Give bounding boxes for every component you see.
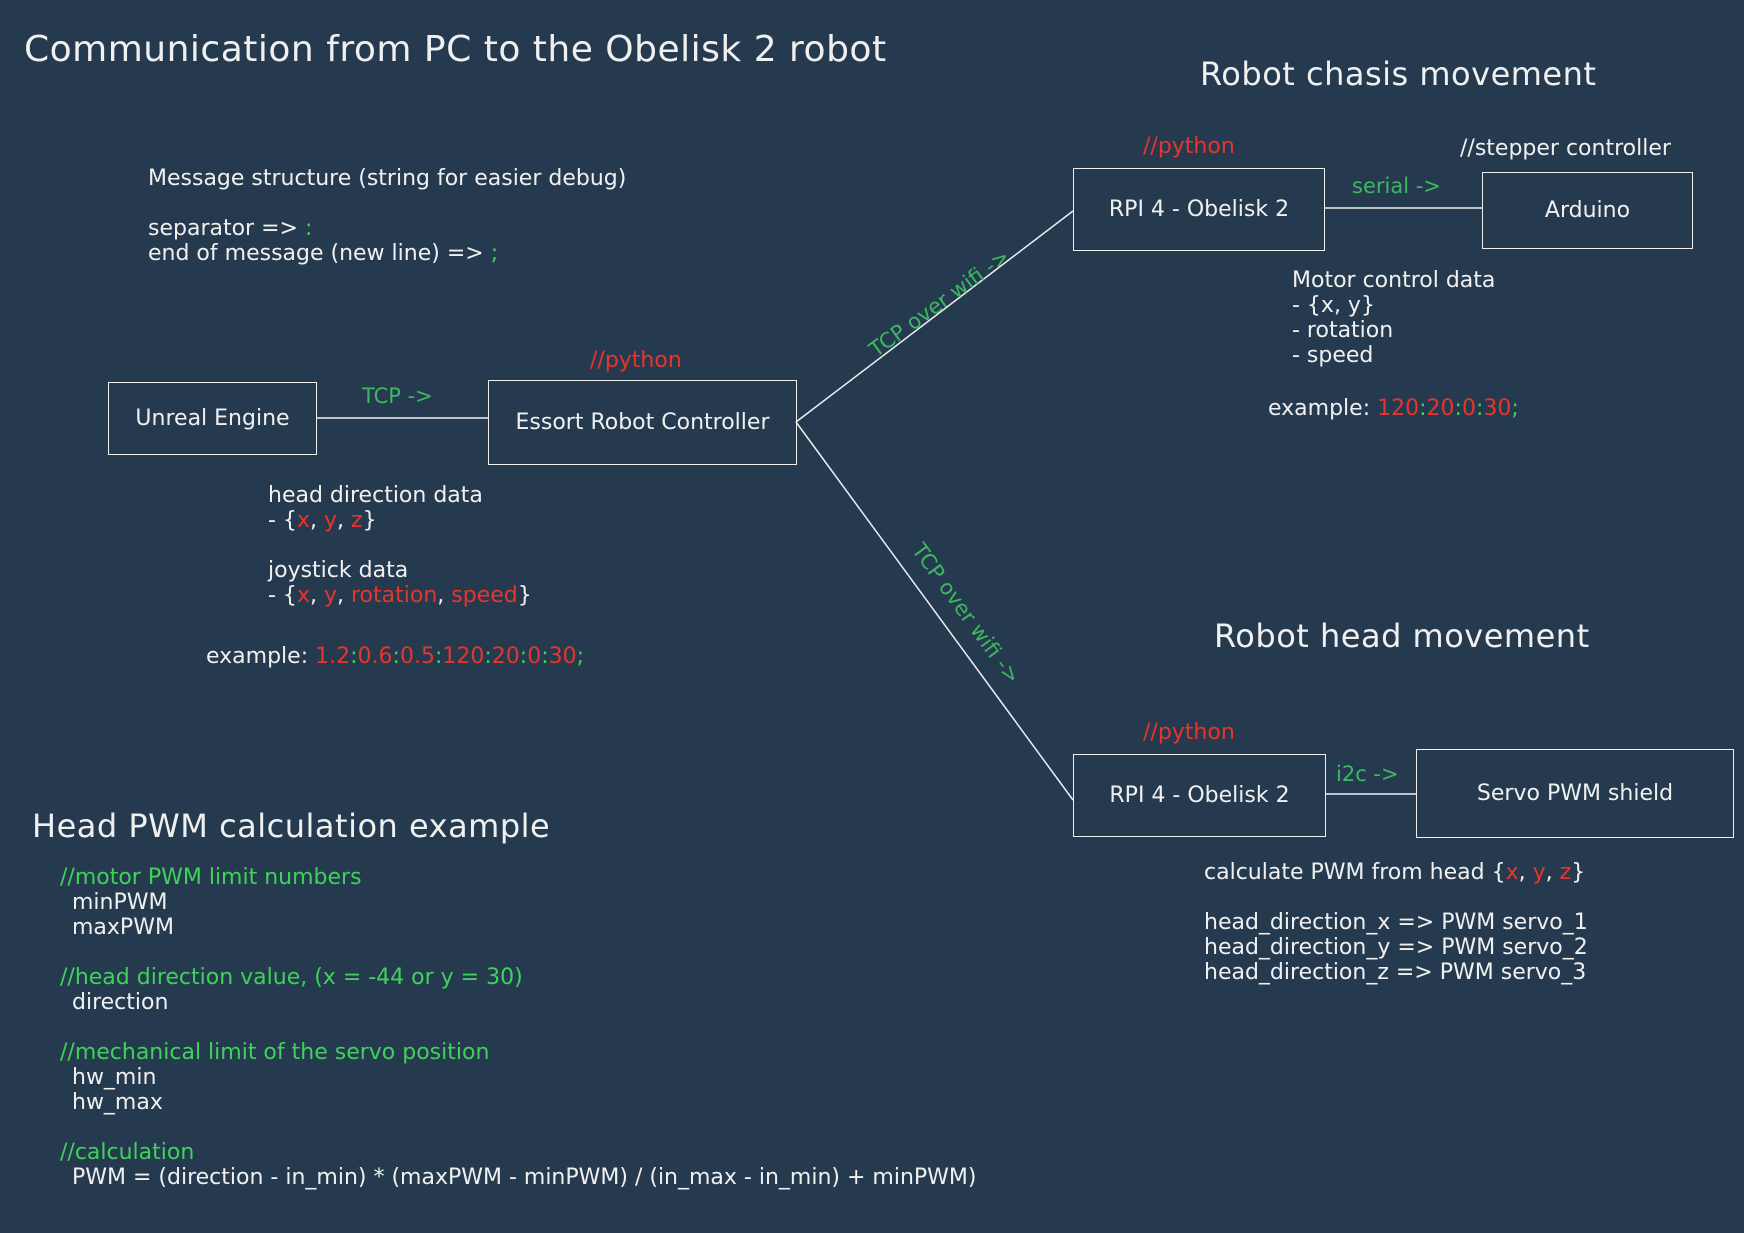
motor-item-rotation: - rotation [1292, 318, 1394, 343]
wire-escort-rpi-chassis [795, 210, 1074, 423]
brace-open: - { [268, 508, 297, 533]
joystick-heading: joystick data [268, 558, 409, 583]
head-calc-line: calculate PWM from head {x, y, z} [1204, 860, 1586, 885]
separator-line: separator => : [148, 218, 312, 240]
mapping-z: head_direction_z => PWM servo_3 [1204, 960, 1587, 985]
field-x: x [296, 583, 310, 608]
separator-label: separator => [148, 216, 305, 241]
example-separator: : [1419, 396, 1427, 421]
example-value: 30 [1483, 396, 1512, 421]
calc-suffix: } [1571, 860, 1586, 885]
field-y: y [323, 583, 337, 608]
example-value: 0.6 [357, 644, 393, 669]
mech-min: hw_min [72, 1065, 157, 1090]
field-y: y [323, 508, 337, 533]
node-unreal-engine: Unreal Engine [108, 382, 317, 455]
limit-min: minPWM [72, 890, 168, 915]
rpi-chassis-lang-note: //python [1143, 134, 1235, 159]
node-rpi-chassis: RPI 4 - Obelisk 2 [1073, 168, 1325, 251]
example-separator: : [484, 644, 492, 669]
motor-control-heading: Motor control data [1292, 268, 1496, 293]
motor-item-speed: - speed [1292, 343, 1374, 368]
example-value: 1.2 [315, 644, 351, 669]
field-speed: speed [451, 583, 518, 608]
example-separator: : [1475, 396, 1484, 421]
example-separator: : [392, 644, 400, 669]
node-servo-pwm-shield: Servo PWM shield [1416, 749, 1734, 838]
example-separator: : [434, 644, 443, 669]
wire-escort-rpi-head [795, 421, 1074, 801]
field-rotation: rotation [351, 583, 438, 608]
example-value: 20 [1426, 396, 1455, 421]
example-separator: : [1454, 396, 1462, 421]
example-terminator: ; [1511, 396, 1519, 421]
node-escort-robot-controller: Essort Robot Controller [488, 380, 797, 465]
example-separator: : [350, 644, 358, 669]
pc-example-line: example: 1.2:0.6:0.5:120:20:0:30; [206, 646, 584, 668]
mapping-y: head_direction_y => PWM servo_2 [1204, 935, 1588, 960]
comment-calc: //calculation [60, 1140, 195, 1165]
example-value: 0 [1461, 396, 1476, 421]
mapping-x: head_direction_x => PWM servo_1 [1204, 910, 1588, 935]
example-label: example: [206, 644, 316, 669]
node-rpi-head: RPI 4 - Obelisk 2 [1073, 754, 1326, 837]
page-title: Communication from PC to the Obelisk 2 r… [24, 29, 887, 70]
chassis-heading: Robot chasis movement [1200, 55, 1597, 93]
rpi-head-lang-note: //python [1143, 720, 1235, 745]
link-label-i2c: i2c -> [1336, 762, 1399, 786]
separator-value: : [304, 216, 313, 241]
arduino-note: //stepper controller [1460, 136, 1671, 161]
end-value: ; [490, 241, 499, 266]
example-values: 1.2:0.6:0.5:120:20:0:30; [315, 644, 584, 669]
direction-var: direction [72, 990, 169, 1015]
motor-item-xy: - {x, y} [1292, 293, 1375, 318]
pwm-example-heading: Head PWM calculation example [32, 807, 551, 845]
mech-max: hw_max [72, 1090, 163, 1115]
example-separator: : [541, 644, 549, 669]
example-value: 20 [491, 644, 520, 669]
example-value: 0 [527, 644, 542, 669]
example-value: 120 [442, 644, 485, 669]
field-y: y [1532, 860, 1546, 885]
head-direction-heading: head direction data [268, 483, 483, 508]
example-value: 30 [548, 644, 577, 669]
example-terminator: ; [576, 644, 585, 669]
example-values: 120:20:0:30; [1377, 396, 1519, 421]
field-x: x [1505, 860, 1519, 885]
end-of-message-line: end of message (new line) => ; [148, 243, 498, 265]
field-z: z [351, 508, 363, 533]
head-direction-fields: - {x, y, z} [268, 508, 377, 533]
end-label: end of message (new line) => [148, 241, 491, 266]
chassis-example-line: example: 120:20:0:30; [1268, 398, 1519, 420]
pwm-formula: PWM = (direction - in_min) * (maxPWM - m… [72, 1165, 977, 1190]
example-separator: : [519, 644, 528, 669]
field-x: x [296, 508, 310, 533]
message-structure-heading: Message structure (string for easier deb… [148, 166, 627, 191]
limit-max: maxPWM [72, 915, 174, 940]
escort-lang-note: //python [590, 348, 682, 373]
brace-close: } [362, 508, 377, 533]
comment-mech: //mechanical limit of the servo position [60, 1040, 490, 1065]
link-label-serial: serial -> [1352, 174, 1441, 198]
head-heading: Robot head movement [1214, 617, 1590, 655]
comment-limits: //motor PWM limit numbers [60, 865, 362, 890]
calc-prefix: calculate PWM from head { [1204, 860, 1506, 885]
example-value: 120 [1377, 396, 1420, 421]
example-label: example: [1268, 396, 1378, 421]
example-value: 0.5 [399, 644, 435, 669]
brace-open: - { [268, 583, 297, 608]
joystick-fields: - {x, y, rotation, speed} [268, 583, 532, 608]
brace-close: } [517, 583, 532, 608]
comment-direction: //head direction value, (x = -44 or y = … [60, 965, 523, 990]
link-label-tcp: TCP -> [362, 384, 433, 408]
field-z: z [1559, 860, 1572, 885]
node-arduino: Arduino [1482, 172, 1693, 249]
